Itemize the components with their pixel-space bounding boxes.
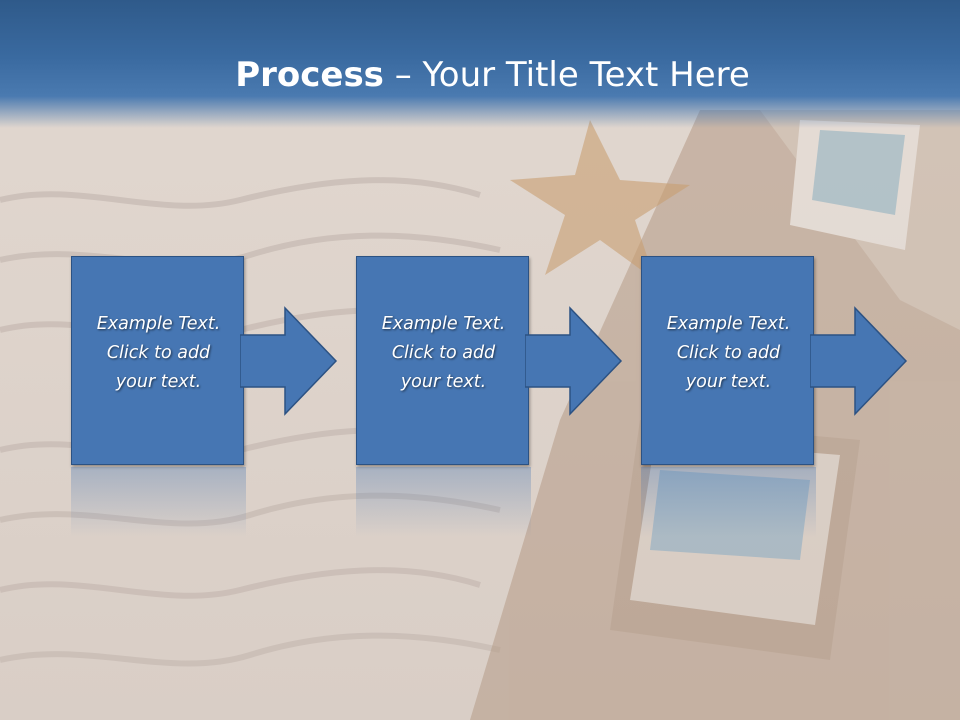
process-box[interactable]: Example Text. Click to add your text. <box>641 256 814 465</box>
process-step-1[interactable]: Example Text. Click to add your text. <box>71 256 246 467</box>
box-reflection <box>356 467 531 537</box>
process-box[interactable]: Example Text. Click to add your text. <box>356 256 529 465</box>
title-bold-text: Process <box>235 55 384 95</box>
right-arrow-icon <box>810 306 908 416</box>
title-banner <box>0 0 960 128</box>
box-line-3: your text. <box>400 372 487 392</box>
box-line-1: Example Text. <box>666 314 791 334</box>
box-line-3: your text. <box>115 372 202 392</box>
box-reflection <box>641 467 816 537</box>
process-step-3[interactable]: Example Text. Click to add your text. <box>641 256 816 467</box>
process-box-text: Example Text. Click to add your text. <box>642 310 815 397</box>
process-step-2[interactable]: Example Text. Click to add your text. <box>356 256 531 467</box>
box-line-2: Click to add <box>391 343 496 363</box>
box-line-1: Example Text. <box>96 314 221 334</box>
process-box-text: Example Text. Click to add your text. <box>72 310 245 397</box>
box-line-2: Click to add <box>106 343 211 363</box>
box-reflection <box>71 467 246 537</box>
right-arrow-icon <box>240 306 338 416</box>
process-box[interactable]: Example Text. Click to add your text. <box>71 256 244 465</box>
process-box-text: Example Text. Click to add your text. <box>357 310 530 397</box>
box-line-2: Click to add <box>676 343 781 363</box>
box-line-3: your text. <box>685 372 772 392</box>
slide-title[interactable]: Process – Your Title Text Here <box>0 52 960 98</box>
right-arrow-icon <box>525 306 623 416</box>
box-line-1: Example Text. <box>381 314 506 334</box>
title-rest-text: – Your Title Text Here <box>383 55 750 95</box>
